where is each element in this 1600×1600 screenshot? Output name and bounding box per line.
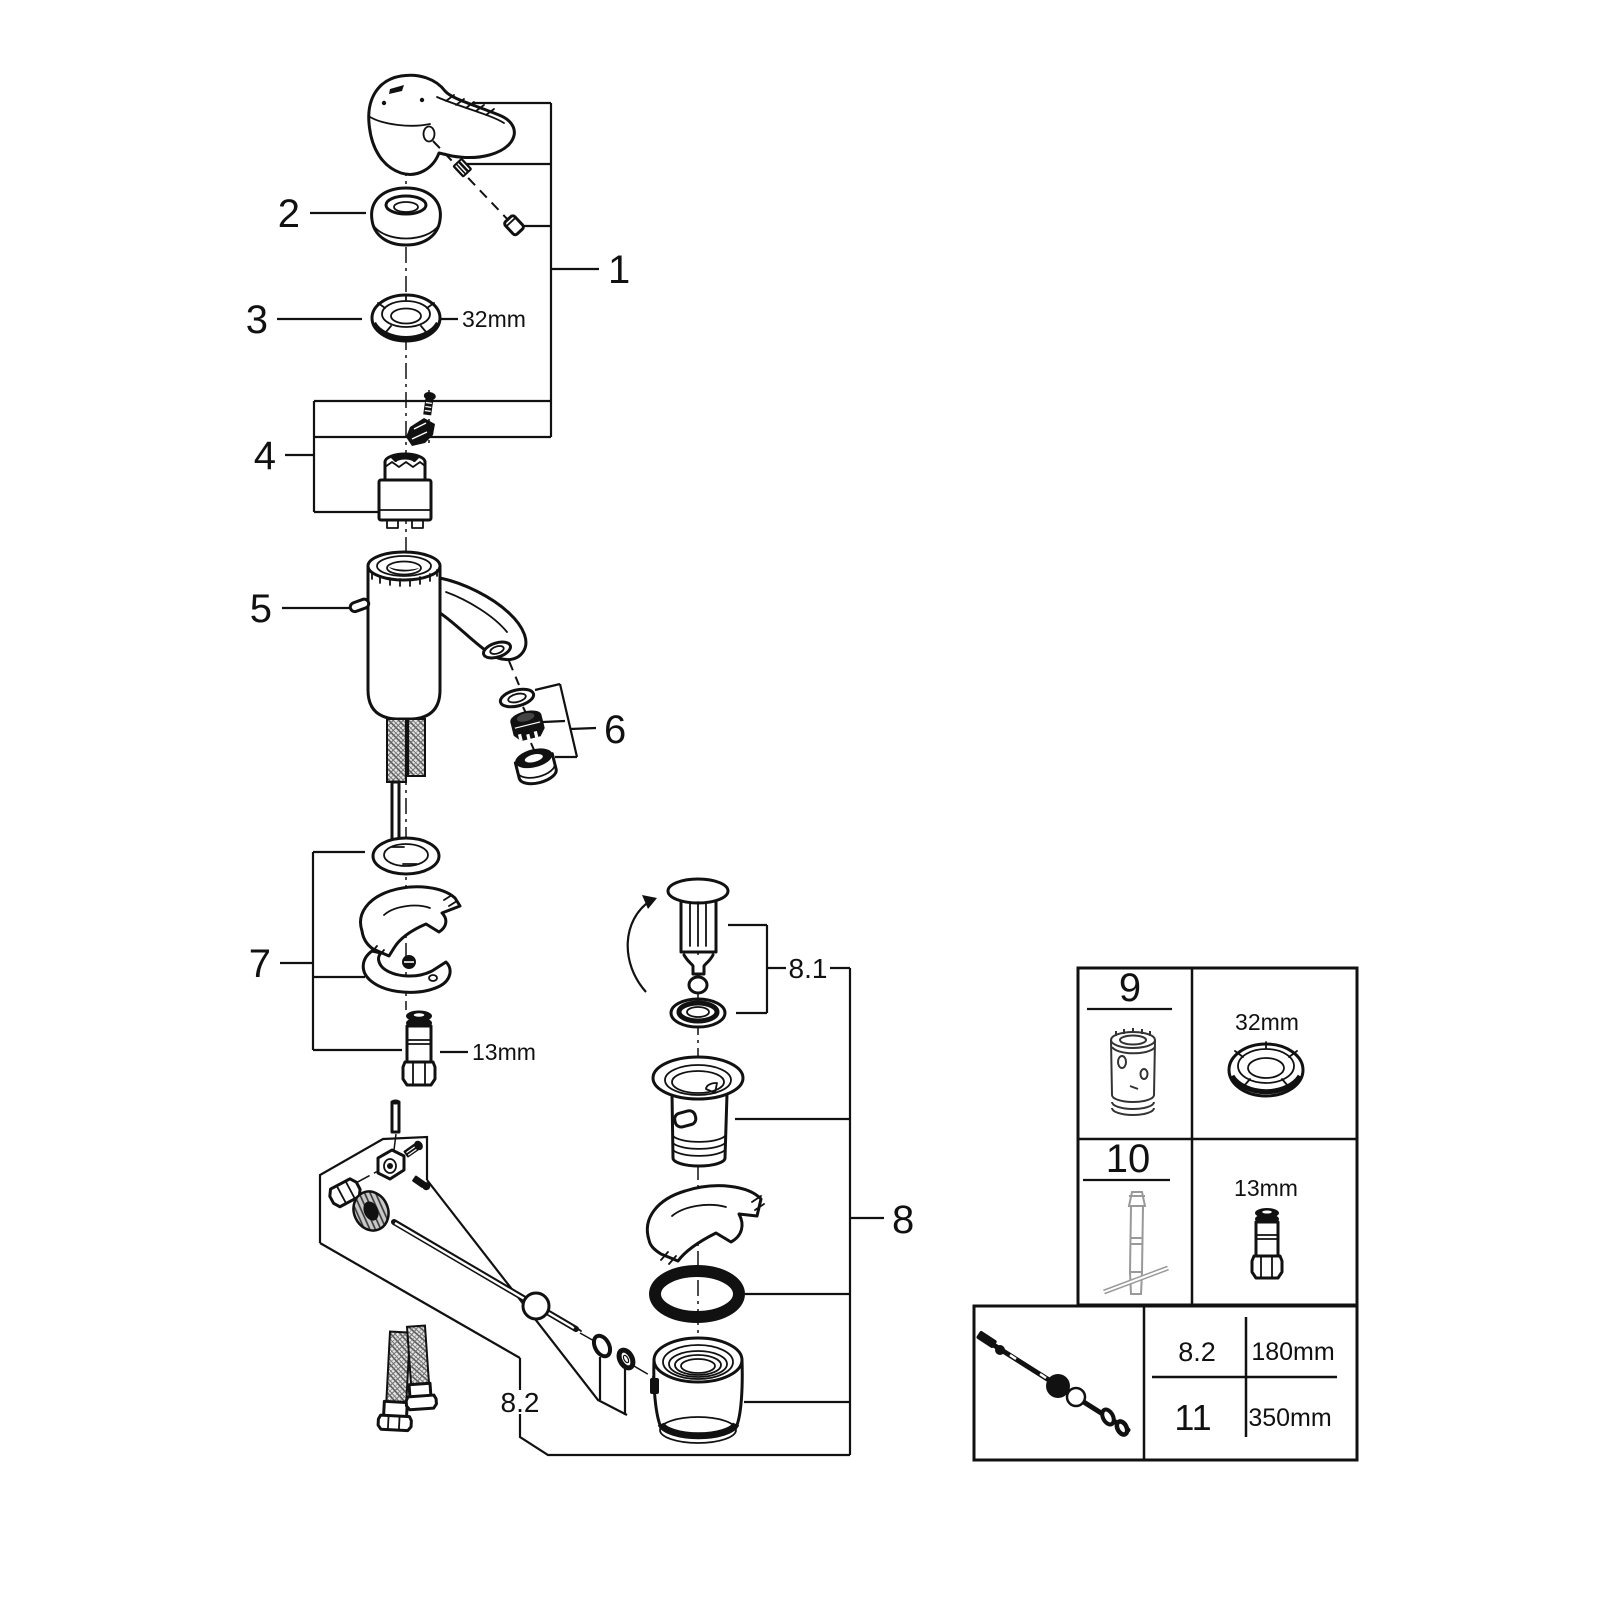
supply-hoses-upper bbox=[386, 718, 426, 858]
plug-seal-washer bbox=[669, 997, 727, 1029]
callout-8-2-label: 8.2 bbox=[501, 1387, 540, 1418]
kit-table: 8.2 180mm 11 350mm bbox=[972, 1304, 1359, 1462]
tools-table: 9 32mm 10 bbox=[1076, 966, 1359, 1307]
coupling-nut bbox=[650, 1336, 744, 1444]
pop-up-plug bbox=[626, 877, 730, 995]
supply-hoses-lower bbox=[376, 1324, 438, 1433]
aerator-insert bbox=[510, 710, 545, 742]
callout-6-label: 6 bbox=[604, 708, 626, 752]
socket-wrench-tool-icon bbox=[1103, 1191, 1169, 1295]
part-6-aerator-set bbox=[498, 687, 558, 786]
kit-row-1-length: 180mm bbox=[1251, 1338, 1334, 1366]
part-8-2-rod-mechanism bbox=[328, 1099, 636, 1433]
callout-lines bbox=[277, 101, 884, 1457]
part-2-cap bbox=[370, 186, 442, 247]
callout-labels: 1 2 3 32mm 4 5 6 7 13mm 8.1 8 8.2 bbox=[246, 192, 915, 1418]
tool-10-size-label: 13mm bbox=[1234, 1175, 1298, 1201]
part-5-faucet-body bbox=[348, 550, 528, 721]
dim-32mm-label: 32mm bbox=[462, 306, 526, 332]
lift-rod bbox=[391, 1219, 582, 1332]
cartridge-screw bbox=[423, 392, 436, 416]
part-7-fixing-set bbox=[359, 836, 462, 1087]
rod-o-rings bbox=[591, 1333, 636, 1371]
body-side-pin bbox=[348, 597, 371, 614]
knurled-knob bbox=[352, 1190, 390, 1232]
drain-body bbox=[651, 1055, 745, 1168]
cartridge-adapter bbox=[406, 418, 435, 446]
kit-row-1-ref: 8.2 bbox=[1178, 1337, 1216, 1367]
callout-5-label: 5 bbox=[250, 587, 272, 631]
shaped-washer bbox=[359, 885, 462, 958]
callout-3-label: 3 bbox=[246, 298, 268, 342]
dim-13mm-label: 13mm bbox=[472, 1039, 536, 1065]
callout-7-label: 7 bbox=[249, 942, 271, 986]
kit-row-2-ref: 11 bbox=[1174, 1397, 1211, 1438]
handle-screw bbox=[452, 158, 472, 178]
callout-4-label: 4 bbox=[254, 434, 276, 478]
cartridge-body bbox=[377, 452, 433, 529]
horseshoe-clamp bbox=[361, 949, 452, 994]
drain-shaped-washer bbox=[646, 1184, 765, 1265]
mounting-sleeve-tool-icon bbox=[1110, 1028, 1156, 1116]
block-screw-lower bbox=[412, 1175, 431, 1191]
stud-bolt-13mm bbox=[401, 1010, 437, 1087]
part-8-drain-set bbox=[626, 877, 765, 1444]
tool-9-label: 9 bbox=[1119, 966, 1141, 1010]
tool-9-size-label: 32mm bbox=[1235, 1009, 1299, 1035]
aerator-shell bbox=[513, 748, 558, 786]
callout-8-1-label: 8.1 bbox=[789, 953, 828, 984]
tool-10-label: 10 bbox=[1106, 1137, 1151, 1181]
handle-plug bbox=[503, 214, 525, 237]
rod-kit-icon bbox=[976, 1331, 1131, 1437]
joint-block bbox=[376, 1148, 406, 1181]
callout-2-label: 2 bbox=[278, 192, 300, 236]
stud-13mm-icon bbox=[1250, 1208, 1284, 1280]
drain-o-ring bbox=[649, 1265, 745, 1323]
part-3-ring-nut bbox=[370, 293, 442, 343]
callout-8-label: 8 bbox=[892, 1198, 914, 1242]
kit-row-2-length: 350mm bbox=[1248, 1404, 1331, 1432]
block-screw-upper bbox=[403, 1140, 423, 1158]
ring-nut-32mm-icon bbox=[1227, 1041, 1305, 1098]
callout-1-label: 1 bbox=[608, 248, 630, 292]
part-4-cartridge-assembly bbox=[377, 392, 436, 529]
part-1-handle-lever bbox=[367, 73, 525, 237]
